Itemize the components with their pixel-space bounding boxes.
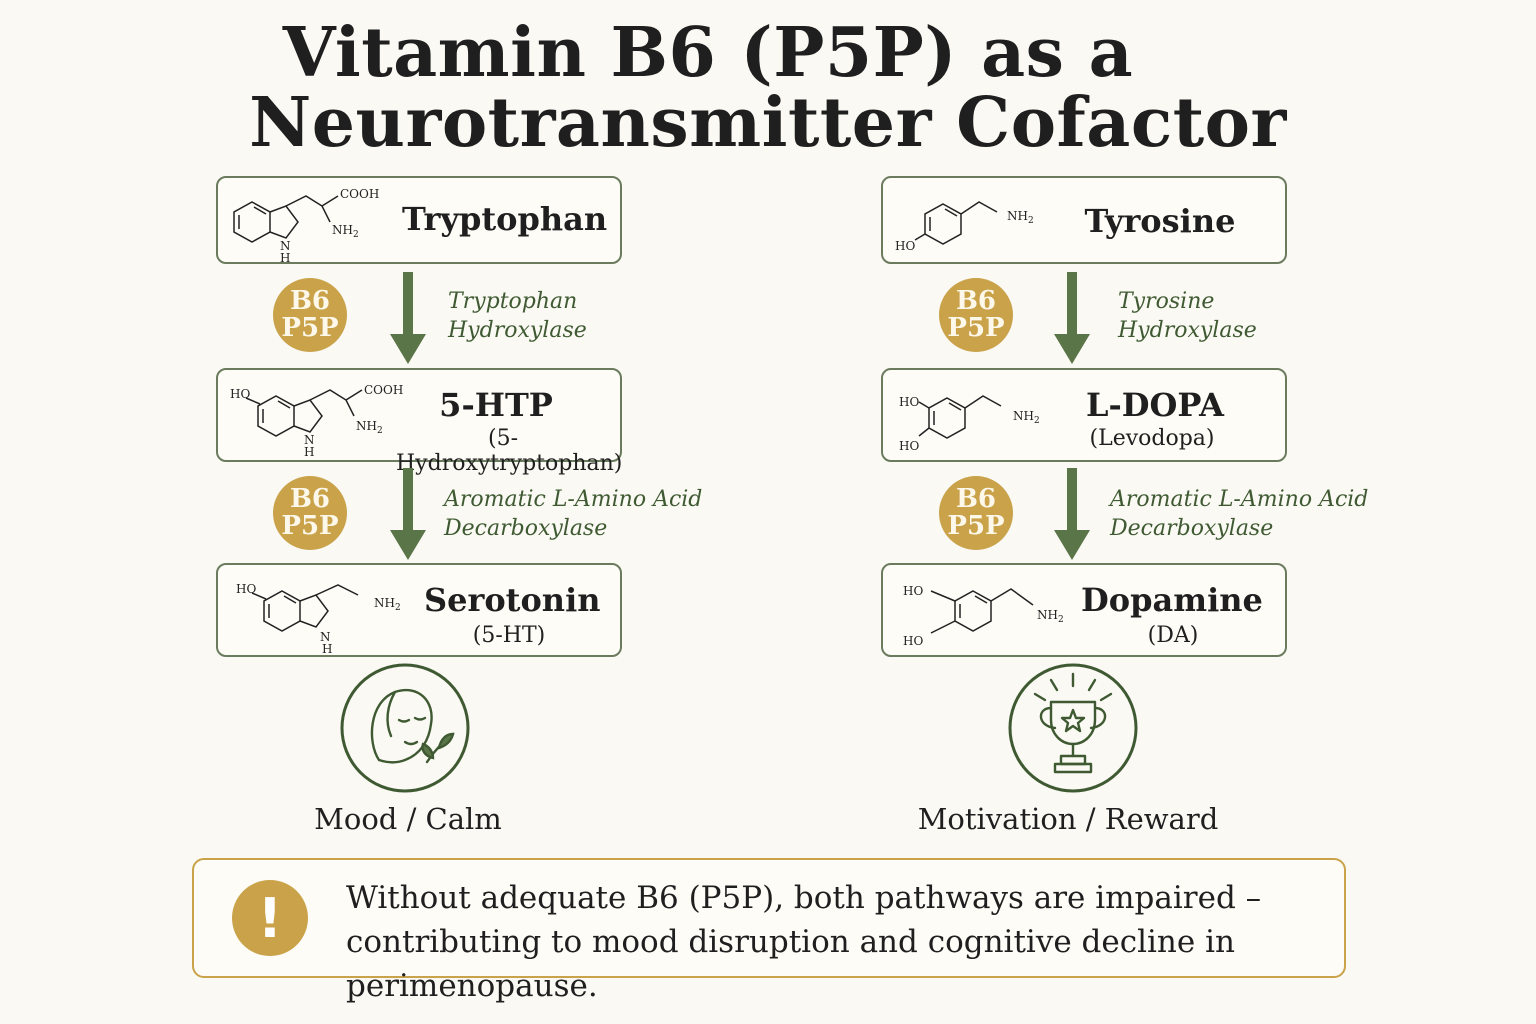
warning-text: Without adequate B6 (P5P), both pathways… [346,876,1336,1008]
enzyme-aromatic-decarboxylase: Aromatic L-Amino Acid Decarboxylase [444,485,702,543]
ho-label: HO [903,634,923,648]
trophy-icon [1008,663,1138,793]
nh2-label: NH2 [1037,608,1064,625]
motivation-reward-caption: Motivation / Reward [917,802,1219,836]
enzyme-line-2: Decarboxylase [1110,516,1274,541]
enzyme-tryptophan-hydroxylase: Tryptophan Hydroxylase [448,287,587,345]
b6-badge: B6 P5P [939,278,1013,352]
n-label: N [304,433,315,447]
ho-label: HO [895,239,915,253]
enzyme-line-1: Tyrosine [1118,289,1215,314]
badge-line-1: B6 [955,286,997,316]
enzyme-line-1: Tryptophan [448,289,578,314]
nh2-label: NH2 [356,419,383,436]
enzyme-line-1: Aromatic L-Amino Acid [444,487,703,512]
b6-badge: B6 P5P [273,278,347,352]
arrow-down-icon [1054,468,1090,560]
enzyme-tyrosine-hydroxylase: Tyrosine Hydroxylase [1118,287,1257,345]
arrow-down-icon [390,272,426,364]
badge-line-2: P5P [947,511,1005,541]
arrow-down-icon [390,468,426,560]
warning-line-2: contributing to mood disruption and cogn… [346,924,1235,1004]
enzyme-line-2: Hydroxylase [448,318,587,343]
badge-line-1: B6 [289,286,331,316]
badge-line-1: B6 [955,484,997,514]
nh2-label: NH2 [332,223,359,240]
serotonin-name: Serotonin [424,581,601,619]
nh2-label: NH2 [1007,209,1034,226]
ho-label: HO [236,582,256,596]
enzyme-line-1: Aromatic L-Amino Acid [1110,487,1369,512]
dopamine-structure-icon: HO HO NH2 [903,584,1064,648]
enzyme-line-2: Hydroxylase [1118,318,1257,343]
cooh-label: COOH [364,383,403,397]
ho-label: HO [899,439,919,453]
n-label: N [320,630,331,644]
exclamation-icon: ! [232,880,308,956]
tryptophan-name: Tryptophan [402,200,608,238]
dopamine-subtitle: (DA) [1147,623,1199,648]
l-dopa-name: L-DOPA [1086,386,1224,424]
tyrosine-structure-icon: HO NH2 [895,201,1034,253]
serotonin-box: HO NH2 N H Serotonin (5-HT) [216,563,622,657]
l-dopa-structure-icon: HO HO NH2 [899,395,1040,453]
mood-calm-caption: Mood / Calm [314,802,502,836]
l-dopa-subtitle: (Levodopa) [1089,426,1215,451]
tyrosine-box: HO NH2 Tyrosine [881,176,1287,264]
ho-label: HO [903,584,923,598]
dopamine-box: HO HO NH2 Dopamine (DA) [881,563,1287,657]
5htp-structure-icon: HO COOH NH2 N H [230,383,403,459]
h-label: H [280,251,290,264]
5htp-subtitle: (5-Hydroxytryptophan) [396,426,623,476]
warning-note: ! Without adequate B6 (P5P), both pathwa… [192,858,1346,1004]
badge-line-2: P5P [947,313,1005,343]
cooh-label: COOH [340,187,379,201]
arrow-down-icon [1054,272,1090,364]
nh2-label: NH2 [1013,409,1040,426]
enzyme-line-2: Decarboxylase [444,516,608,541]
b6-badge: B6 P5P [273,476,347,550]
enzyme-aromatic-decarboxylase: Aromatic L-Amino Acid Decarboxylase [1110,485,1368,543]
5htp-box: HO COOH NH2 N H 5-HTP (5-Hydroxytryptoph… [216,368,622,476]
serotonin-subtitle: (5-HT) [472,623,546,648]
title-line-1: Vitamin B6 (P5P) as a [282,13,1134,93]
5htp-name: 5-HTP [439,386,553,424]
warning-line-1: Without adequate B6 (P5P), both pathways… [346,880,1262,916]
tryptophan-structure-icon: COOH NH2 N H [233,187,379,264]
tyrosine-name: Tyrosine [1084,202,1236,240]
title-line-2: Neurotransmitter Cofactor [249,83,1287,163]
nh2-label: NH2 [374,596,401,613]
ho-label: HO [899,395,919,409]
b6-badge: B6 P5P [939,476,1013,550]
l-dopa-box: HO HO NH2 L-DOPA (Levodopa) [881,368,1287,462]
n-label: N [280,239,291,253]
badge-line-2: P5P [281,313,339,343]
ho-label: HO [230,387,250,401]
h-label: H [322,642,332,656]
dopamine-name: Dopamine [1081,581,1263,619]
tryptophan-box: COOH NH2 N H Tryptophan [216,176,622,264]
badge-line-1: B6 [289,484,331,514]
h-label: H [304,445,314,459]
serotonin-structure-icon: HO NH2 N H [236,582,401,656]
page-title: Vitamin B6 (P5P) as a Neurotransmitter C… [0,18,1536,158]
badge-line-2: P5P [281,511,339,541]
mood-face-icon [340,663,470,793]
